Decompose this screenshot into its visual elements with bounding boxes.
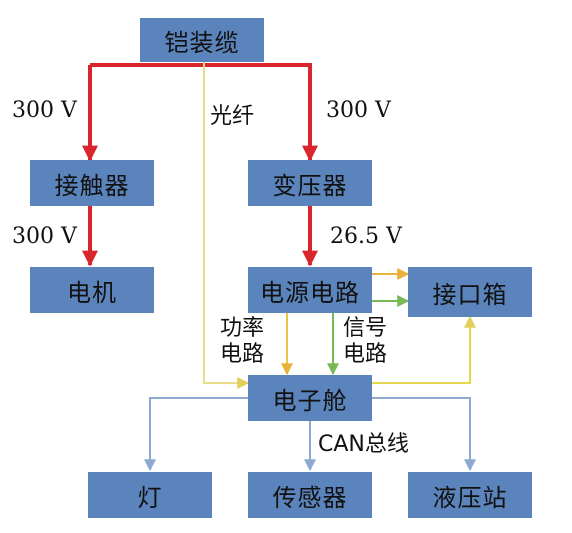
- voltage-label-left-top: 300 V: [12, 98, 77, 123]
- fiber-line: [203, 60, 250, 389]
- node-hydraulic-station: 液压站: [408, 472, 532, 518]
- power-circuit-label-line-1: 功率: [220, 316, 265, 341]
- signal-circuit-label-line-2: 电路: [343, 342, 388, 367]
- node-electronic-cabin: 电子舱: [248, 375, 372, 421]
- node-armored-cable: 铠装缆: [140, 18, 264, 62]
- node-power-circuit: 电源电路: [248, 267, 372, 313]
- signal-circuit-label-line-1: 信号: [343, 316, 388, 341]
- power-circuit-label: 功率 电路: [220, 316, 264, 368]
- node-transformer: 变压器: [248, 160, 372, 206]
- voltage-label-transformer-out: 26.5 V: [330, 224, 402, 249]
- node-interface-box: 接口箱: [408, 267, 532, 317]
- node-lamp: 灯: [88, 472, 212, 518]
- signal-circuit-label: 信号 电路: [343, 316, 387, 368]
- node-motor: 电机: [30, 267, 154, 313]
- bus-line-to-hydraulic: [372, 397, 476, 472]
- voltage-label-right-top: 300 V: [326, 98, 391, 123]
- node-sensor: 传感器: [248, 472, 372, 518]
- fiber-line-to-interface: [372, 315, 476, 384]
- fiber-label: 光纤: [210, 104, 255, 129]
- bus-line-to-lamp: [144, 397, 248, 472]
- voltage-label-left-bottom: 300 V: [12, 224, 77, 249]
- power-line-cable-to-contactor: [90, 63, 312, 160]
- power-circuit-label-line-2: 电路: [220, 342, 265, 367]
- can-bus-label: CAN总线: [318, 432, 409, 457]
- node-contactor: 接触器: [30, 160, 154, 206]
